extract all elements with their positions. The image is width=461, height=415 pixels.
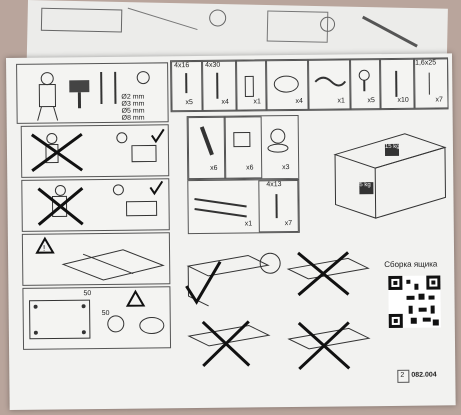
dowel-cam-table: x6 x6 x3 (186, 114, 300, 181)
dowel-cam-icons (199, 126, 289, 156)
qty-3: x1 (253, 98, 261, 106)
lifting-drawing (30, 128, 165, 172)
dowel-qty: x6 (210, 164, 218, 172)
tools-icon (37, 71, 150, 121)
carry-panel (21, 178, 170, 232)
carry-drawing (37, 180, 164, 226)
page-number-box: 2 (397, 369, 410, 383)
wall-mount-panel: 50 50 (22, 286, 172, 350)
qty-4: x4 (295, 97, 303, 105)
lifting-panel (20, 124, 170, 178)
page-number: 2 (400, 371, 405, 379)
upper-sheet-drawings (40, 7, 418, 48)
slide-screw-qty: x7 (284, 220, 293, 228)
cam-qty: x6 (246, 164, 254, 172)
drawer-assembly-drawings (185, 251, 371, 371)
qty-5: x1 (337, 97, 345, 105)
drill-size-4: Ø8 mm (121, 114, 145, 122)
qr-code-pattern (388, 275, 441, 329)
svg-text:!: ! (43, 244, 45, 253)
tools-panel: Ø2 mm Ø3 mm Ø5 mm Ø8 mm (16, 62, 169, 124)
hardware-icons (185, 69, 430, 99)
warning-drawing-1: ! (35, 236, 165, 281)
dimension-50-top: 50 (83, 290, 92, 298)
knob-qty: x3 (282, 164, 290, 172)
drawer-weight-label: 5 kg (359, 182, 371, 189)
top-weight-label: 15 kg (384, 143, 400, 151)
document-code: 082.004 (411, 371, 437, 379)
qty-6: x5 (367, 97, 375, 105)
drawer-slides-icon (194, 194, 278, 219)
dimension-50-side: 50 (101, 309, 110, 318)
hardware-table: 4x16 4x30 1,6x25 x5 x4 x1 x4 x1 x5 x10 x… (170, 57, 449, 113)
warning-panel-1: ! (21, 232, 171, 286)
qty-1: x5 (185, 99, 193, 107)
qty-7: x10 (397, 96, 409, 104)
nightstand-load-drawing (333, 133, 447, 219)
slides-table: 4x13 x1 x7 (187, 178, 300, 235)
qr-code (388, 275, 441, 329)
drawer-assembly-title: Сборка ящика (384, 259, 438, 270)
assembly-instruction-sheet: Ø2 mm Ø3 mm Ø5 mm Ø8 mm 4x16 4x30 1,6x25… (6, 53, 456, 410)
wall-mount-drawing (29, 289, 165, 340)
slides-qty: x1 (244, 220, 253, 228)
qty-8: x7 (435, 96, 443, 104)
qty-2: x4 (221, 98, 229, 106)
upper-instruction-sheet (26, 0, 448, 72)
